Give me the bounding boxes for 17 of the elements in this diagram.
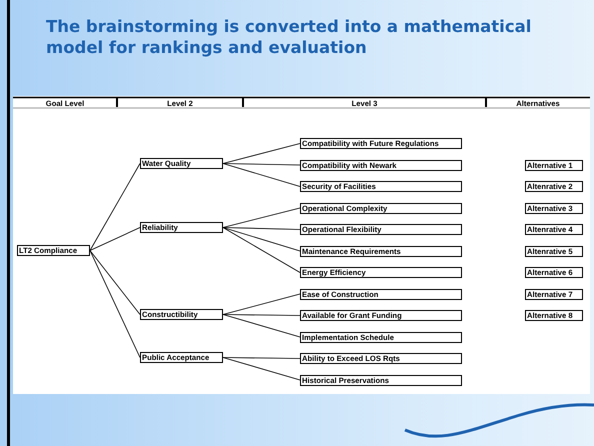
connector-line (222, 227, 300, 230)
connector-line (90, 163, 140, 251)
connector-line (222, 294, 300, 315)
connector-line (222, 314, 300, 316)
connector-line (90, 227, 140, 251)
connector-line (222, 314, 300, 338)
connector-line (222, 357, 300, 359)
connector-line (222, 227, 300, 252)
connector-line (222, 227, 300, 273)
connector-line (222, 163, 300, 166)
connector-line (222, 143, 300, 164)
connector-line (90, 250, 140, 315)
slide-title: The brainstorming is converted into a mathematical model for rankings and evaluation (46, 16, 532, 58)
connector-line (222, 357, 300, 380)
connector-line (90, 250, 140, 358)
connector-line (222, 163, 300, 187)
connector-line (222, 208, 300, 228)
